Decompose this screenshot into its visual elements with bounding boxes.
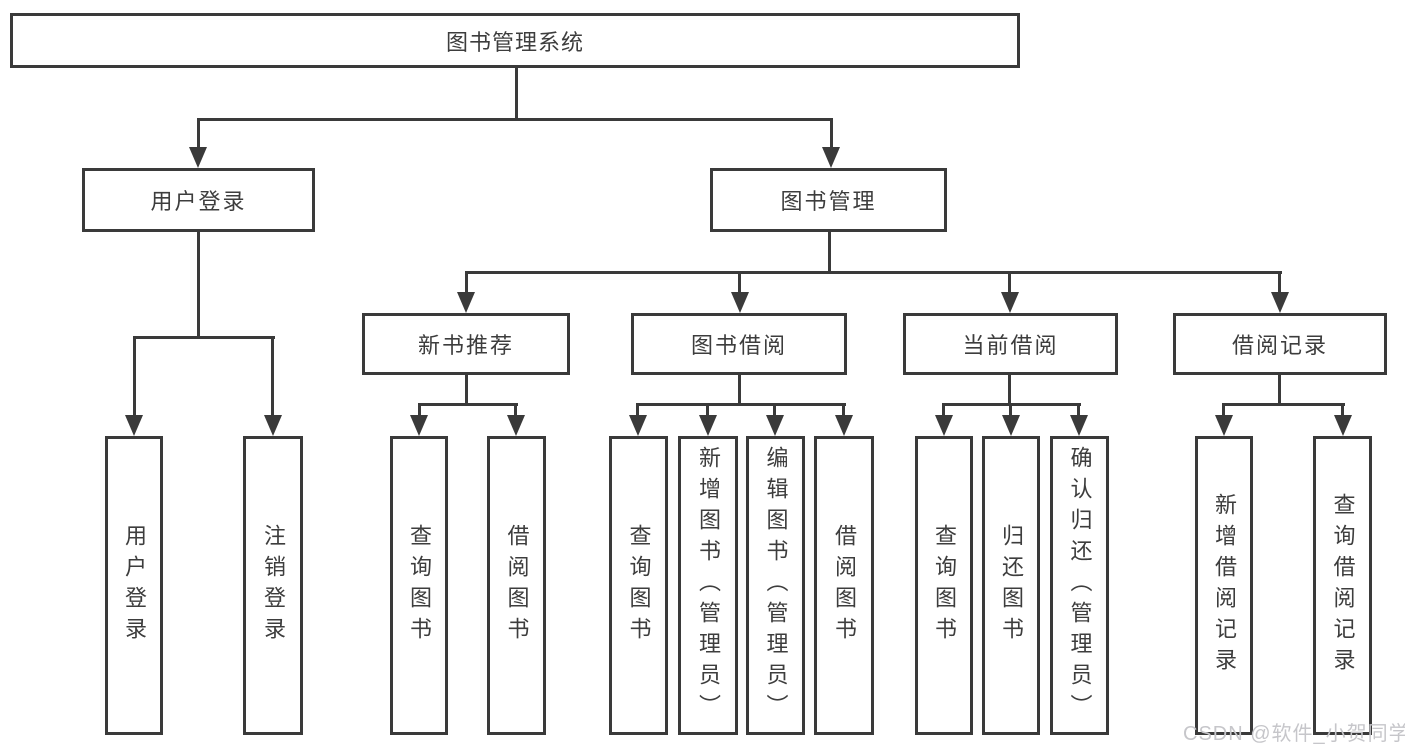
leaf-query-books-2-label: 查询图书 <box>626 523 652 648</box>
watermark: CSDN @软件_小贺同学 <box>1183 723 1405 745</box>
leaf-user-login: 用户登录 <box>105 436 163 735</box>
connector-line <box>943 403 1081 406</box>
leaf-borrow-books-1: 借阅图书 <box>487 436 546 735</box>
connector-line <box>271 336 274 416</box>
connector-line <box>773 403 776 417</box>
node-root: 图书管理系统 <box>10 13 1020 68</box>
connector-line <box>1222 403 1225 417</box>
node-new-book-recommendation-label: 新书推荐 <box>417 333 514 358</box>
node-borrowing-records: 借阅记录 <box>1173 313 1387 375</box>
connector-line <box>637 403 846 406</box>
connector-line <box>1009 403 1012 417</box>
node-user-login-label: 用户登录 <box>150 189 247 214</box>
leaf-query-books-2: 查询图书 <box>609 436 668 735</box>
leaf-borrow-books-2: 借阅图书 <box>814 436 874 735</box>
leaf-query-books-1: 查询图书 <box>390 436 448 735</box>
arrowhead-down-icon <box>410 415 428 436</box>
connector-line <box>197 118 833 121</box>
connector-line <box>636 403 639 417</box>
arrowhead-down-icon <box>835 415 853 436</box>
arrowhead-down-icon <box>1215 415 1233 436</box>
connector-line <box>706 403 709 417</box>
arrowhead-down-icon <box>699 415 717 436</box>
leaf-confirm-return-admin: 确认归还（管理员） <box>1050 436 1109 735</box>
arrowhead-down-icon <box>507 415 525 436</box>
node-book-borrowing-label: 图书借阅 <box>690 333 787 358</box>
leaf-add-borrow-record: 新增借阅记录 <box>1195 436 1253 735</box>
connector-line <box>1008 375 1011 405</box>
leaf-query-books-1-label: 查询图书 <box>407 523 432 648</box>
connector-line <box>738 271 741 294</box>
arrowhead-down-icon <box>264 415 282 436</box>
connector-line <box>418 403 421 417</box>
connector-line <box>1278 375 1281 405</box>
leaf-logout-label: 注销登录 <box>261 523 286 648</box>
leaf-add-books-admin-label: 新增图书（管理员） <box>696 446 721 725</box>
leaf-user-login-label: 用户登录 <box>122 523 147 648</box>
connector-line <box>514 403 517 417</box>
arrowhead-down-icon <box>822 147 840 168</box>
connector-line <box>465 271 468 294</box>
leaf-query-borrow-record-label: 查询借阅记录 <box>1330 492 1356 679</box>
node-book-management-label: 图书管理 <box>780 189 877 214</box>
node-borrowing-records-label: 借阅记录 <box>1231 333 1328 358</box>
arrowhead-down-icon <box>1001 292 1019 313</box>
arrowhead-down-icon <box>125 415 143 436</box>
arrowhead-down-icon <box>731 292 749 313</box>
leaf-return-books-label: 归还图书 <box>999 523 1024 648</box>
node-book-borrowing: 图书借阅 <box>631 313 847 375</box>
leaf-logout: 注销登录 <box>243 436 303 735</box>
node-root-label: 图书管理系统 <box>445 29 584 55</box>
leaf-edit-books-admin: 编辑图书（管理员） <box>746 436 805 735</box>
arrowhead-down-icon <box>935 415 953 436</box>
connector-line <box>133 336 275 339</box>
leaf-borrow-books-1-label: 借阅图书 <box>504 523 530 648</box>
leaf-add-borrow-record-label: 新增借阅记录 <box>1212 492 1237 679</box>
connector-line <box>133 336 136 416</box>
arrowhead-down-icon <box>1271 292 1289 313</box>
connector-line <box>942 403 945 417</box>
arrowhead-down-icon <box>1070 415 1088 436</box>
connector-line <box>738 375 741 405</box>
arrowhead-down-icon <box>629 415 647 436</box>
connector-line <box>197 118 200 150</box>
connector-line <box>465 375 468 405</box>
leaf-add-books-admin: 新增图书（管理员） <box>678 436 738 735</box>
arrowhead-down-icon <box>766 415 784 436</box>
leaf-query-books-3-label: 查询图书 <box>932 523 957 648</box>
connector-line <box>1223 403 1345 406</box>
arrowhead-down-icon <box>189 147 207 168</box>
node-book-management: 图书管理 <box>710 168 947 232</box>
leaf-query-borrow-record: 查询借阅记录 <box>1313 436 1372 735</box>
leaf-borrow-books-2-label: 借阅图书 <box>832 523 857 648</box>
connector-line <box>830 118 833 150</box>
node-current-borrowing: 当前借阅 <box>903 313 1118 375</box>
arrowhead-down-icon <box>1334 415 1352 436</box>
leaf-confirm-return-admin-label: 确认归还（管理员） <box>1067 446 1093 725</box>
leaf-edit-books-admin-label: 编辑图书（管理员） <box>763 446 789 725</box>
connector-line <box>842 403 845 417</box>
connector-line <box>828 232 831 273</box>
connector-line <box>418 403 518 406</box>
connector-line <box>197 232 200 338</box>
connector-line <box>465 271 1282 274</box>
connector-line <box>1077 403 1080 417</box>
leaf-query-books-3: 查询图书 <box>915 436 973 735</box>
arrowhead-down-icon <box>1002 415 1020 436</box>
connector-line <box>1008 271 1011 294</box>
node-new-book-recommendation: 新书推荐 <box>362 313 570 375</box>
arrowhead-down-icon <box>457 292 475 313</box>
leaf-return-books: 归还图书 <box>982 436 1040 735</box>
node-user-login: 用户登录 <box>82 168 315 232</box>
connector-line <box>1341 403 1344 417</box>
connector-line <box>1278 271 1281 294</box>
connector-line <box>515 68 518 120</box>
node-current-borrowing-label: 当前借阅 <box>962 333 1059 358</box>
